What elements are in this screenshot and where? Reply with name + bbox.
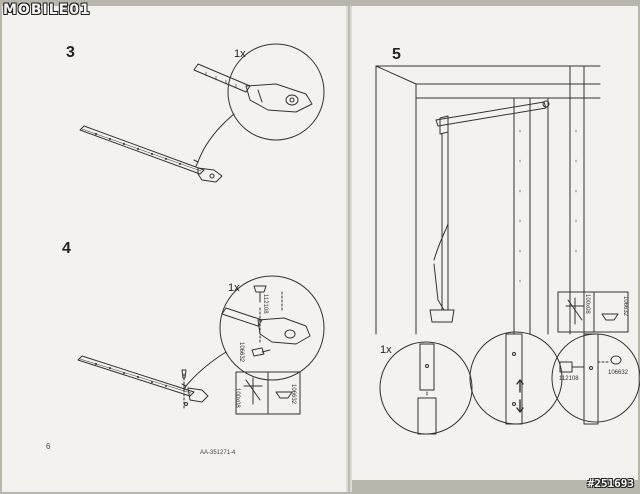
step5-part-a-code: 112108 <box>559 376 579 382</box>
left-page <box>2 6 348 492</box>
page-number: 6 <box>46 442 51 451</box>
step5-part-b-code: 106632 <box>608 370 629 376</box>
step4-tool-part-code: 106632 <box>290 384 296 405</box>
step4-tool-label: 100x08 <box>234 388 240 408</box>
step4-part-b-code: 106632 <box>238 342 244 363</box>
step3-number: 3 <box>66 44 75 61</box>
step3-illustration <box>79 43 325 183</box>
step5-number: 5 <box>392 46 401 63</box>
mobile01-watermark-logo: MOBILE01 <box>3 2 91 18</box>
step4-number: 4 <box>62 240 71 257</box>
step5-quantity: 1x <box>380 344 392 356</box>
step4-illustration <box>77 275 325 415</box>
step5-tool-label: 100x08 <box>584 294 590 314</box>
step5-tool-box <box>557 291 629 333</box>
right-page <box>350 6 638 480</box>
step4-part-a-code: 112108 <box>262 294 268 314</box>
step5-illustration <box>375 65 640 435</box>
step5-tool-part-code: 106632 <box>622 296 628 317</box>
step4-quantity: 1x <box>228 282 240 294</box>
image-id-watermark: #251693 <box>587 477 634 490</box>
step3-quantity: 1x <box>234 48 246 60</box>
document-code: AA-351271-4 <box>200 450 236 456</box>
